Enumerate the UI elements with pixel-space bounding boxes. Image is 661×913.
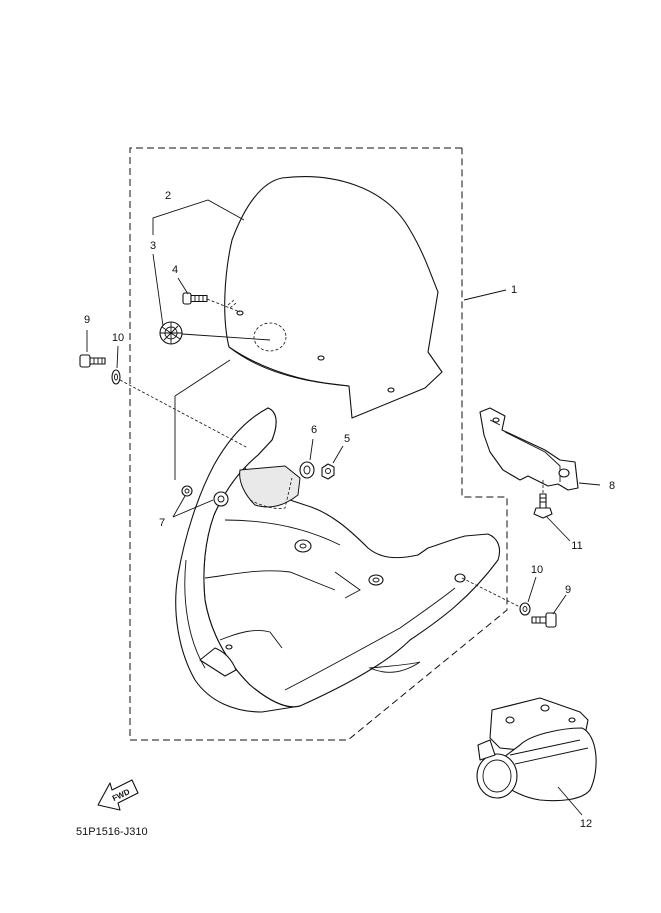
washer-10-right bbox=[461, 577, 531, 616]
assembly-boundary bbox=[129, 147, 508, 741]
headlight-cowling bbox=[175, 407, 501, 713]
headlight-unit-12 bbox=[476, 697, 597, 802]
bracket-8 bbox=[479, 407, 579, 491]
leader-lines bbox=[86, 199, 601, 816]
fwd-arrow-icon: FWD bbox=[97, 779, 139, 811]
callout-2: 2 bbox=[165, 190, 171, 202]
callout-12: 12 bbox=[580, 818, 592, 830]
grommet-7 bbox=[181, 485, 229, 507]
callout-5: 5 bbox=[344, 433, 350, 445]
callout-3: 3 bbox=[150, 240, 156, 252]
nut-5 bbox=[321, 463, 335, 480]
callout-7: 7 bbox=[159, 517, 165, 529]
callout-10-left: 10 bbox=[112, 332, 124, 344]
callout-4: 4 bbox=[172, 264, 178, 276]
callout-9-left: 9 bbox=[84, 314, 90, 326]
callout-labels: 1 2 3 4 5 6 7 8 9 10 11 9 10 12 bbox=[84, 190, 615, 830]
grommet-6 bbox=[299, 461, 315, 479]
bolt-11 bbox=[533, 480, 553, 519]
grommet-3 bbox=[159, 321, 271, 345]
screw-9-left bbox=[79, 354, 106, 368]
washer-10-left bbox=[111, 369, 249, 449]
callout-6: 6 bbox=[311, 424, 317, 436]
callout-9-right: 9 bbox=[565, 584, 571, 596]
screw-9-right bbox=[531, 612, 557, 628]
callout-1: 1 bbox=[511, 284, 517, 296]
windshield bbox=[224, 176, 443, 419]
diagram-code: 51P1516-J310 bbox=[76, 826, 148, 838]
callout-8: 8 bbox=[609, 480, 615, 492]
callout-10-right: 10 bbox=[531, 564, 543, 576]
callout-11: 11 bbox=[571, 540, 582, 552]
